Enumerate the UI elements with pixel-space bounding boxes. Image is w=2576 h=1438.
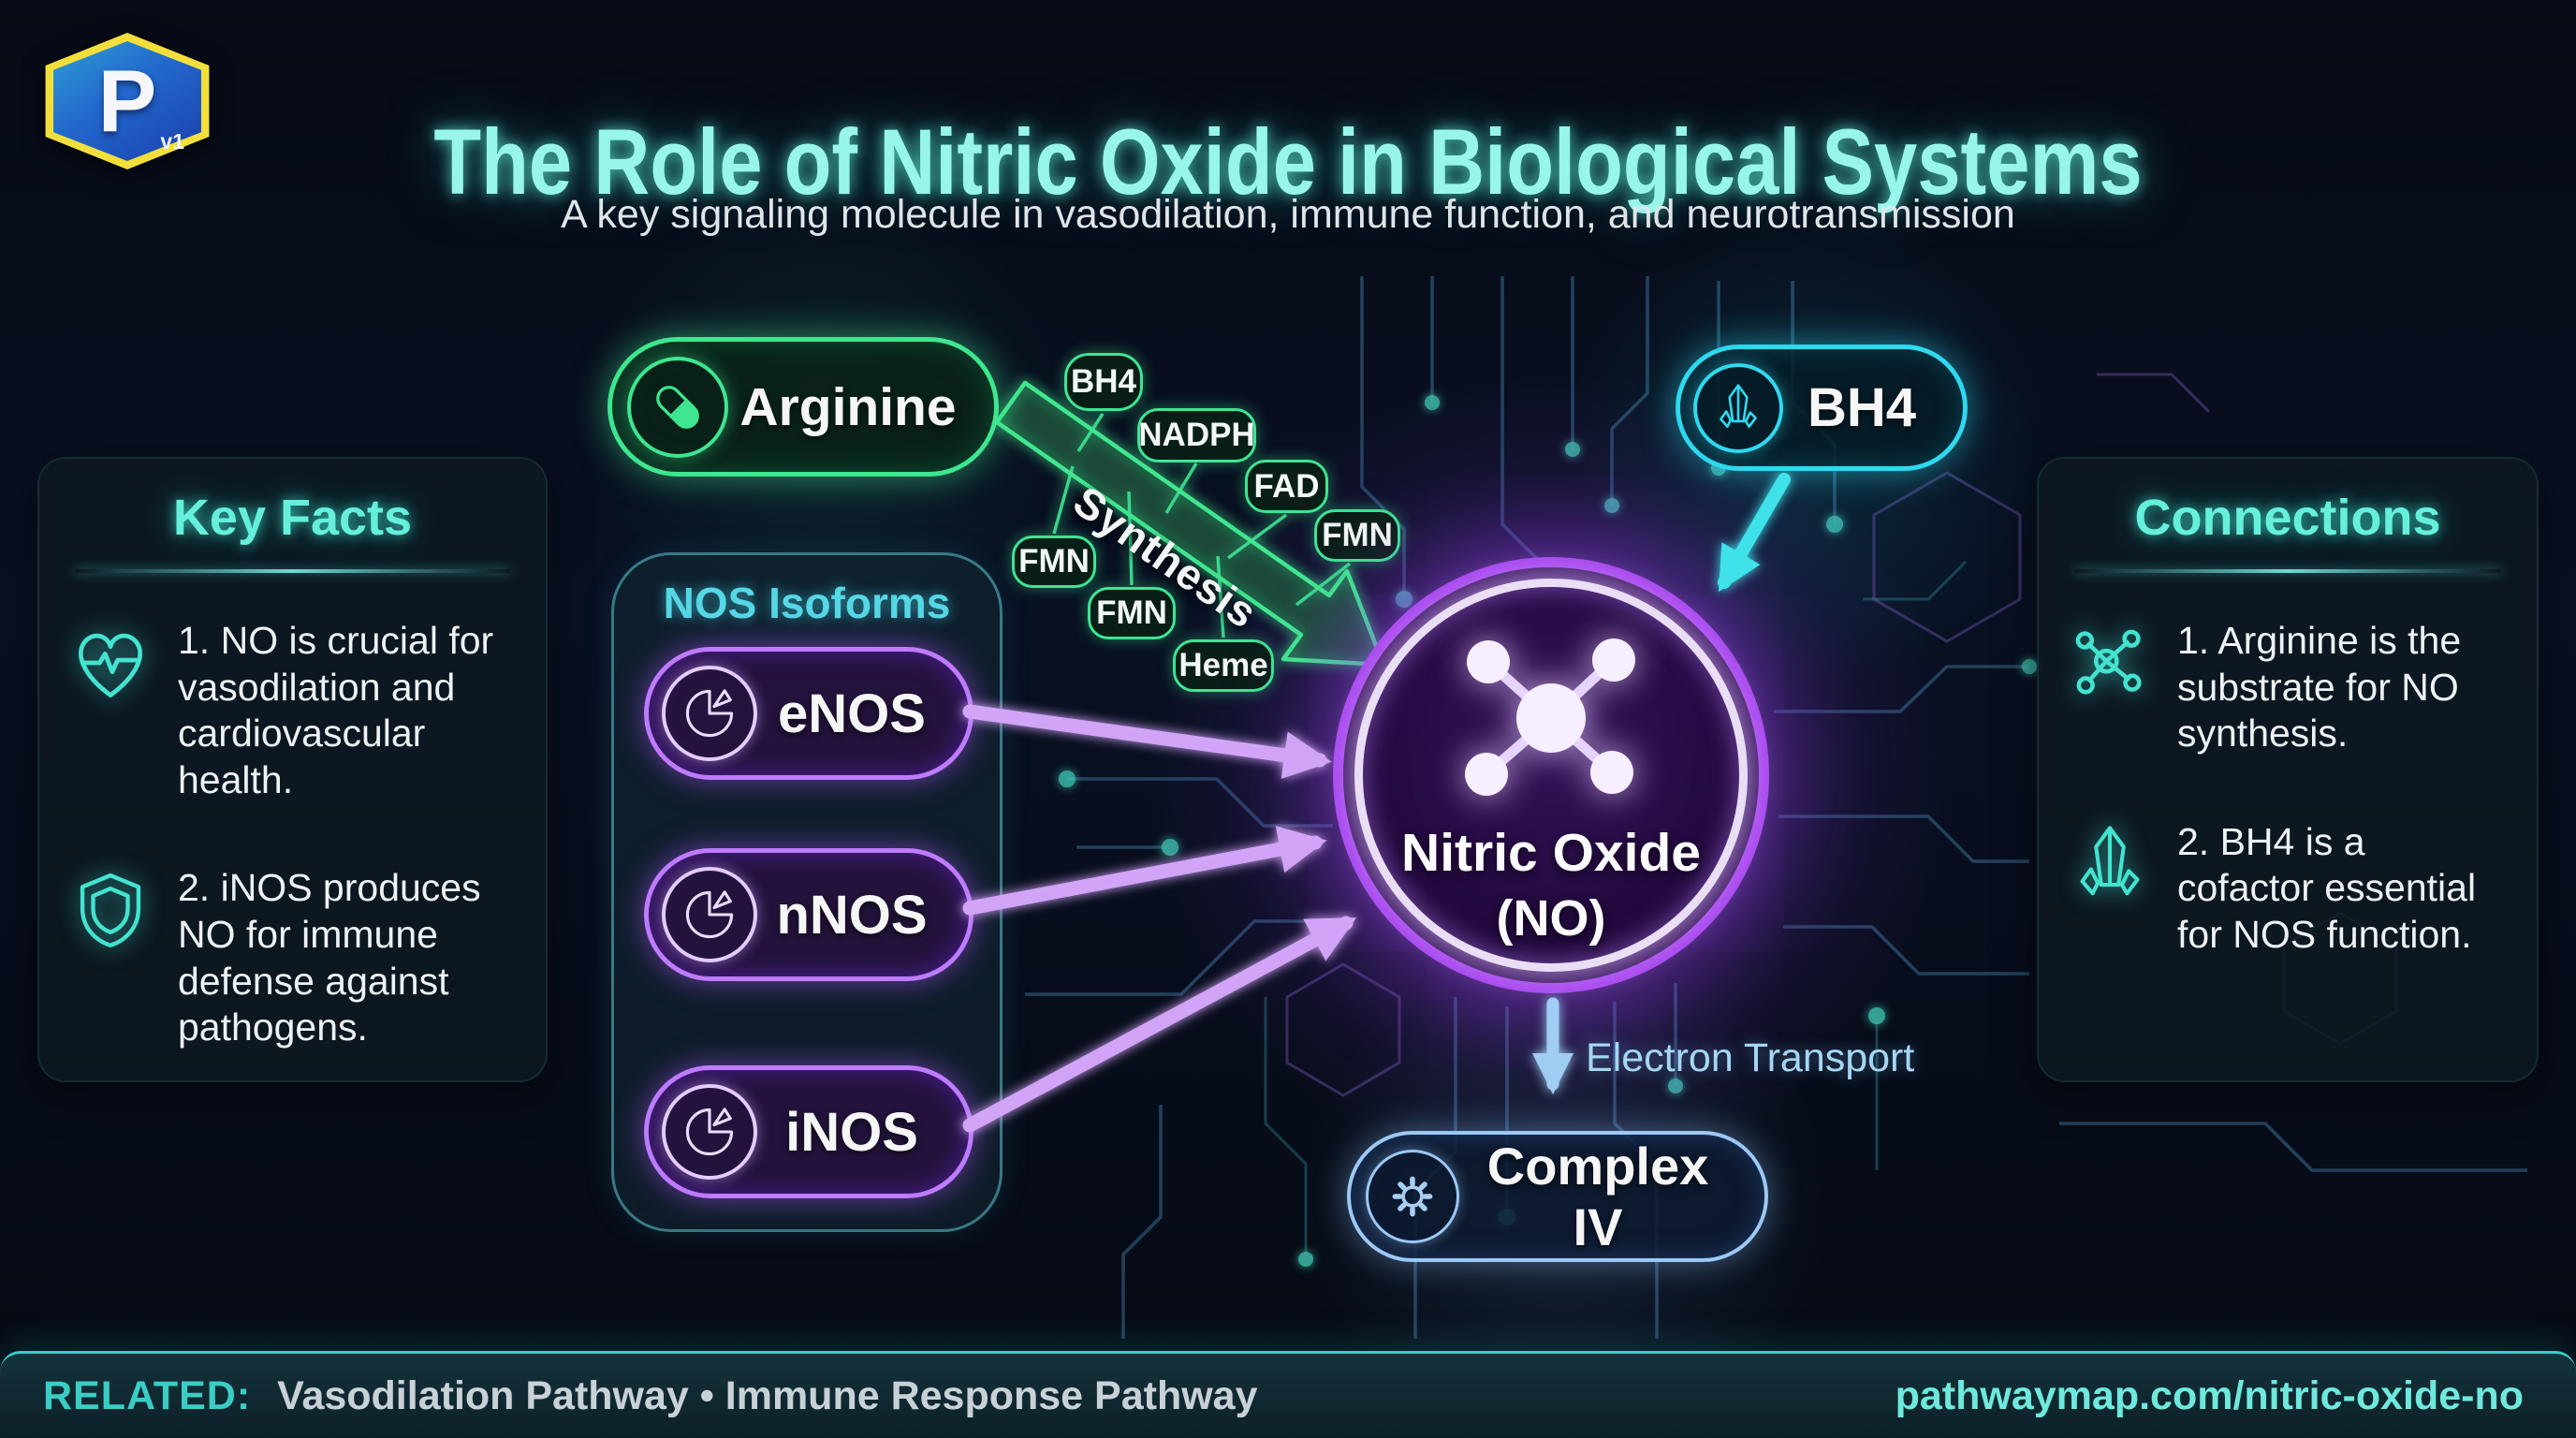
- pie-chart-icon: [662, 1084, 757, 1180]
- heart-pulse-icon: [66, 618, 155, 708]
- connection-text: 2. BH4 is a cofactor essential for NOS f…: [2177, 819, 2477, 957]
- divider: [2074, 569, 2501, 573]
- connection-item-2: 2. BH4 is a cofactor essential for NOS f…: [2065, 819, 2509, 959]
- cofactor-bubble-fmn-3: FMN: [1088, 587, 1176, 639]
- inos-node: iNOS: [644, 1065, 973, 1198]
- fact-item-1: 1. NO is crucial for vasodilation and ca…: [66, 618, 518, 803]
- node-label: Complex IV: [1486, 1137, 1709, 1256]
- footer-url[interactable]: pathwaymap.com/nitric-oxide-no: [1895, 1372, 2524, 1418]
- key-facts-panel: Key Facts 1. NO is crucial for vasodilat…: [37, 457, 548, 1082]
- arginine-node: Arginine: [607, 337, 999, 477]
- divider: [75, 569, 510, 573]
- cofactor-bubble-fad: FAD: [1245, 460, 1328, 513]
- node-label: BH4: [1807, 377, 1917, 438]
- related-pathways: RELATED: Vasodilation Pathway • Immune R…: [43, 1373, 1258, 1419]
- logo-letter: P: [97, 51, 157, 150]
- cofactor-bubble-fmn-1: FMN: [1314, 509, 1400, 562]
- node-label: (NO): [1496, 890, 1606, 946]
- related-items: Vasodilation Pathway • Immune Response P…: [277, 1372, 1258, 1418]
- crystal-icon: [2065, 819, 2155, 909]
- node-label: Nitric Oxide: [1401, 823, 1701, 883]
- crystal-icon: [1693, 362, 1783, 453]
- molecule-icon: [1465, 638, 1635, 796]
- page-subtitle: A key signaling molecule in vasodilation…: [561, 192, 2015, 237]
- connections-title: Connections: [2134, 490, 2441, 546]
- nnos-node: nNOS: [644, 848, 973, 981]
- fact-text: 2. iNOS produces NO for immune defense a…: [178, 866, 481, 1049]
- fact-text: 1. NO is crucial for vasodilation and ca…: [178, 619, 494, 801]
- connection-item-1: 1. Arginine is the substrate for NO synt…: [2065, 618, 2509, 757]
- cofactor-bubble-fmn-2: FMN: [1012, 536, 1096, 588]
- related-label: RELATED:: [43, 1372, 252, 1418]
- electron-transport-label: Electron Transport: [1586, 1035, 1915, 1080]
- shield-icon: [66, 865, 155, 955]
- pie-chart-icon: [662, 666, 757, 761]
- nos-isoforms-panel: NOS Isoforms eNOS nNOS: [611, 552, 1003, 1232]
- node-label: nNOS: [776, 884, 928, 946]
- node-label: eNOS: [778, 682, 926, 744]
- footer-bar: RELATED: Vasodilation Pathway • Immune R…: [0, 1351, 2576, 1438]
- enos-node: eNOS: [644, 647, 973, 780]
- logo-badge: P v1: [40, 33, 214, 169]
- logo-version: v1: [160, 129, 184, 154]
- key-facts-title: Key Facts: [172, 490, 413, 546]
- nos-isoforms-title: NOS Isoforms: [663, 579, 951, 627]
- capsule-icon: [627, 356, 728, 458]
- pie-chart-icon: [662, 867, 757, 962]
- bh4-node: BH4: [1676, 345, 1968, 471]
- node-label: iNOS: [785, 1101, 918, 1163]
- complex-iv-node: Complex IV: [1347, 1131, 1768, 1262]
- cofactor-bubble-bh4: BH4: [1064, 353, 1143, 411]
- cofactor-bubble-heme: Heme: [1173, 639, 1274, 692]
- connections-panel: Connections 1. Arginine is the substrate…: [2037, 457, 2539, 1082]
- nitric-oxide-node: Nitric Oxide (NO): [1333, 557, 1769, 993]
- gear-icon: [1366, 1150, 1459, 1243]
- connection-text: 1. Arginine is the substrate for NO synt…: [2177, 619, 2462, 756]
- node-label: Arginine: [739, 376, 957, 437]
- fact-item-2: 2. iNOS produces NO for immune defense a…: [66, 865, 518, 1050]
- molecule-icon: [2065, 618, 2155, 708]
- cofactor-bubble-nadph: NADPH: [1137, 408, 1256, 462]
